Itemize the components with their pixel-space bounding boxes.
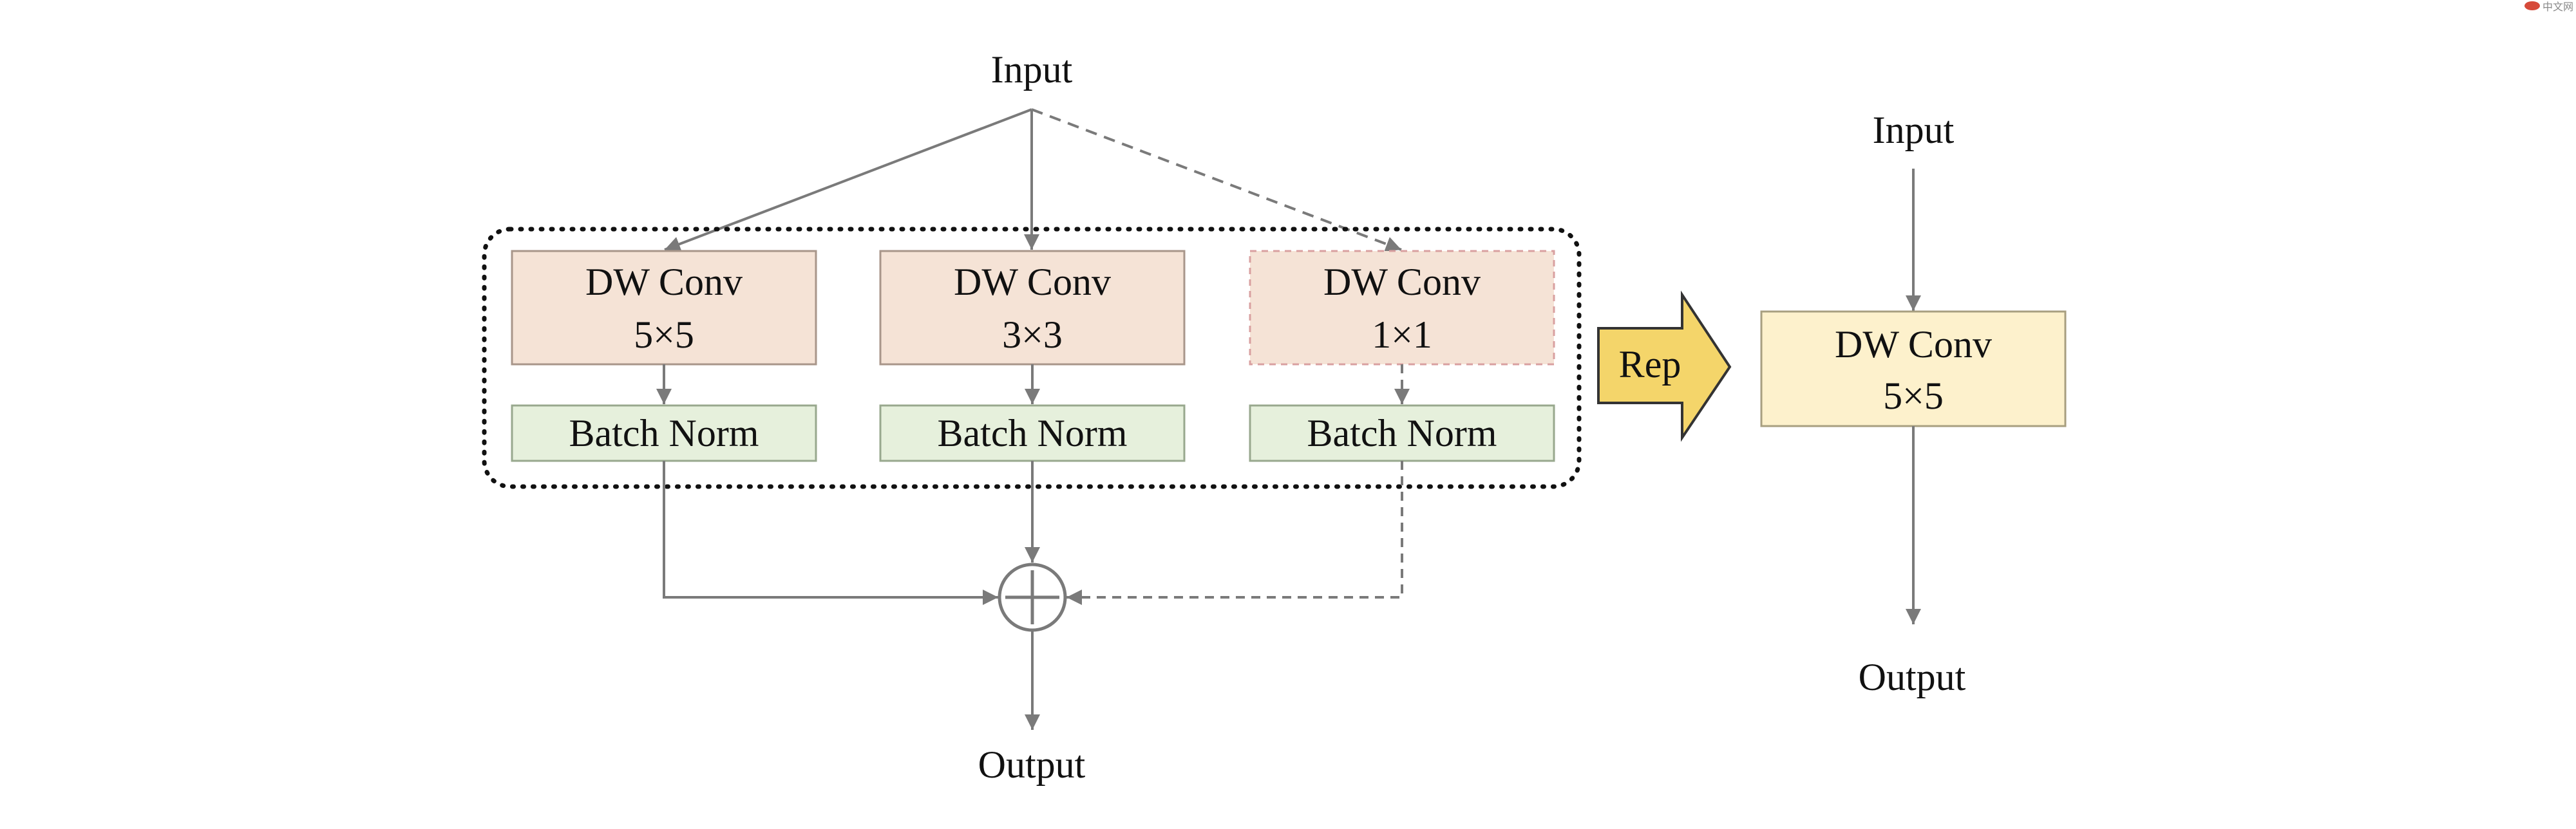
merged-dw-conv-box [1760, 310, 2067, 427]
rep-arrow-label: Rep [1619, 343, 1681, 386]
watermark-icon [2524, 1, 2540, 10]
add-circle-icon [998, 563, 1067, 632]
batch-norm-3x3-label: Batch Norm [938, 412, 1128, 454]
arrow-bn5-to-add [663, 461, 998, 605]
branch-1x1: DW Conv 1×1 Batch Norm [1249, 250, 1555, 462]
right-input-label: Input [1873, 109, 1955, 151]
dw-conv-5x5-title: DW Conv [585, 261, 743, 303]
dw-conv-3x3-title: DW Conv [954, 261, 1111, 303]
batch-norm-5x5-label: Batch Norm [569, 412, 759, 454]
watermark-text: 中文网 [2543, 1, 2573, 13]
arrow-input-to-conv5 [664, 108, 1032, 252]
dw-conv-5x5-kernel: 5×5 [634, 313, 694, 356]
batch-norm-1x1-label: Batch Norm [1307, 412, 1497, 454]
rep-arrow: Rep [1597, 290, 1732, 442]
dw-conv-5x5-box [511, 250, 817, 366]
left-input-label: Input [991, 48, 1073, 91]
reparam-group-outline [482, 227, 1582, 489]
branch-3x3: DW Conv 3×3 Batch Norm [879, 250, 1186, 462]
left-output-label: Output [978, 743, 1086, 786]
arrow-bn1-to-add [1066, 461, 1403, 605]
dw-conv-1x1-kernel: 1×1 [1372, 313, 1432, 356]
watermark-logo: 中文网 [2524, 1, 2573, 13]
dw-conv-3x3-kernel: 3×3 [1002, 313, 1063, 356]
dw-conv-1x1-box [1249, 250, 1555, 366]
right-output-label: Output [1859, 656, 1966, 698]
batch-norm-5x5-box [511, 404, 817, 462]
arrow-input-to-conv1 [1031, 108, 1402, 252]
rep-arrow-shape [1597, 290, 1732, 442]
branch-5x5: DW Conv 5×5 Batch Norm [511, 250, 817, 462]
merged-dw-conv-kernel: 5×5 [1883, 375, 1944, 417]
merged-dw-conv-title: DW Conv [1835, 323, 1992, 366]
dw-conv-1x1-title: DW Conv [1323, 261, 1481, 303]
batch-norm-1x1-box [1249, 404, 1555, 462]
